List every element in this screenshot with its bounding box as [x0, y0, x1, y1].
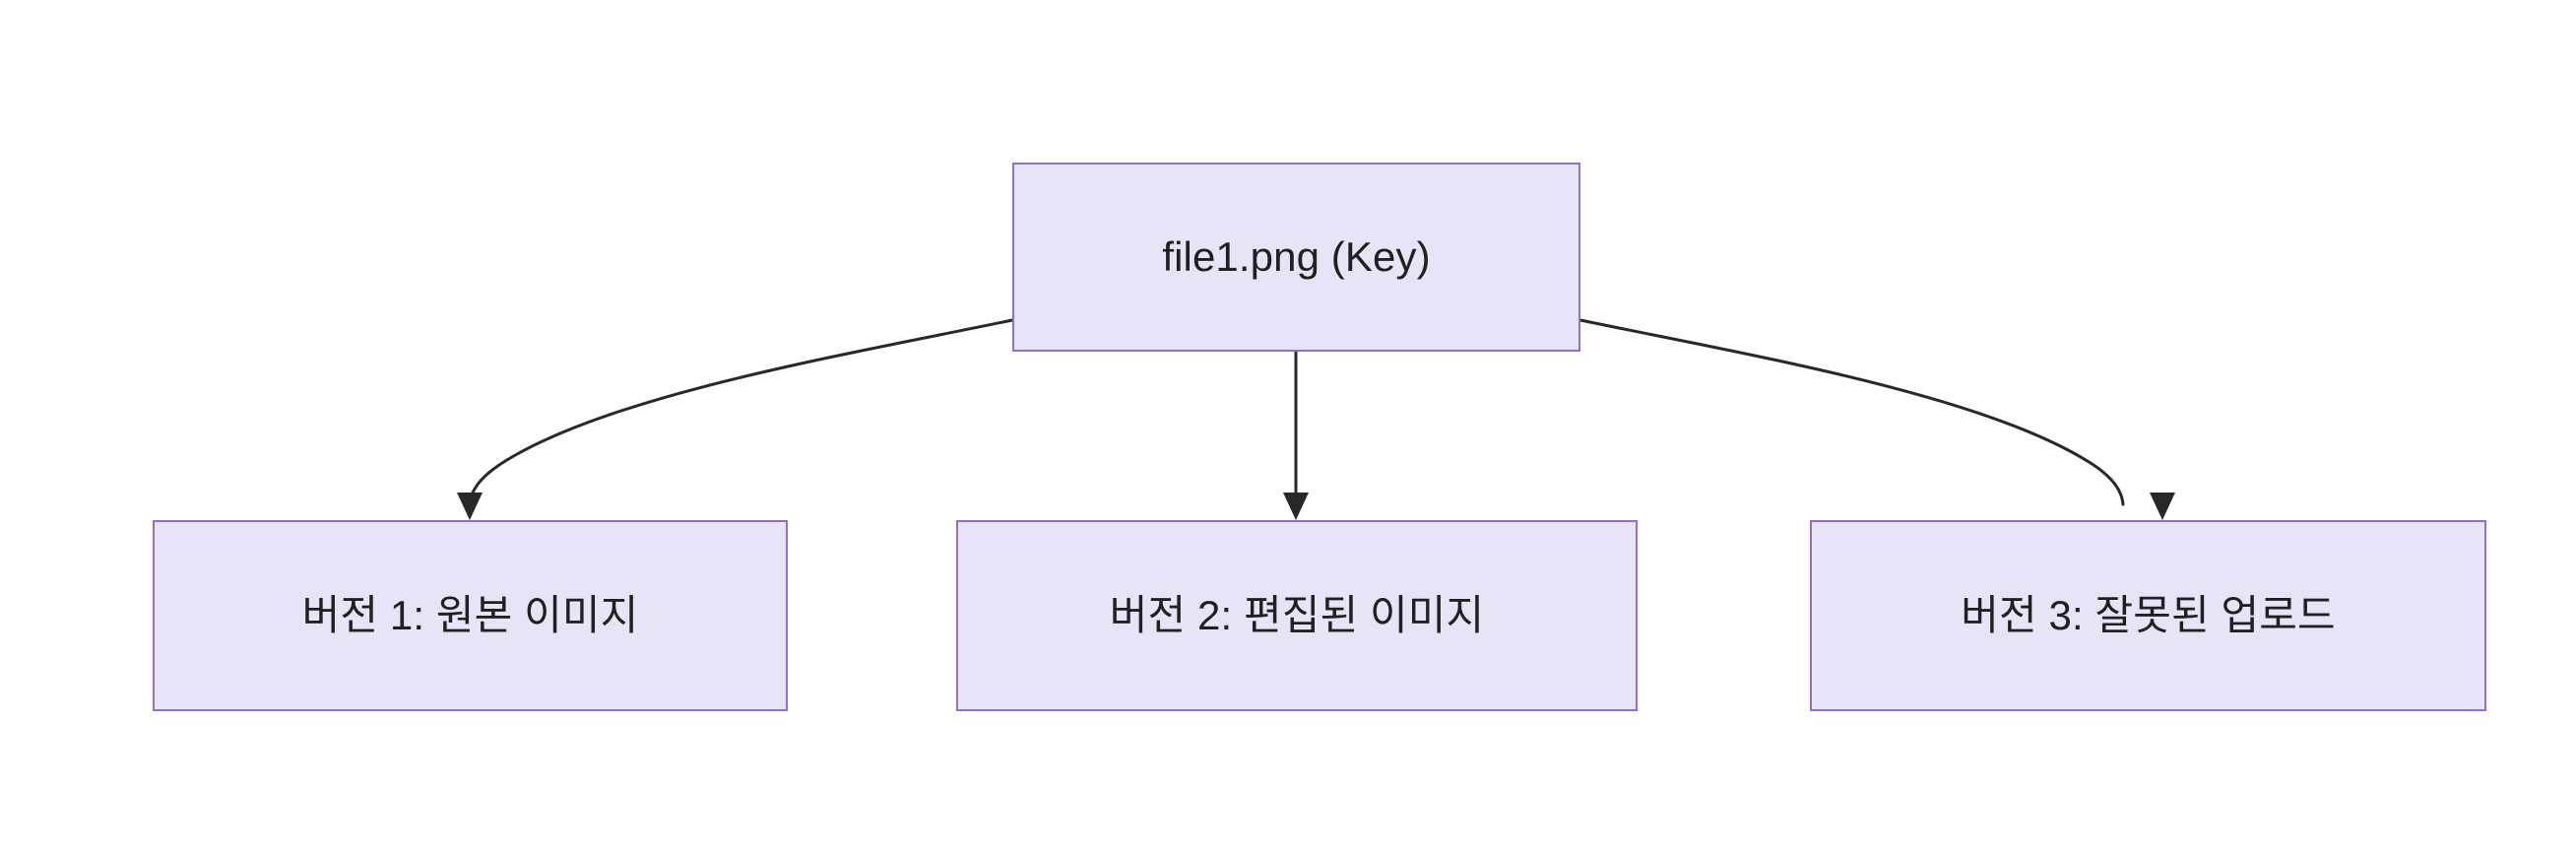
edge-root-to-v1-path [468, 318, 1014, 506]
edge-root-to-v3-arrowhead [2150, 493, 2175, 520]
node-version-3-label: 버전 3: 잘못된 업로드 [1961, 591, 2336, 638]
node-file1-key-label: file1.png (Key) [1162, 232, 1431, 280]
node-file1-key[interactable]: file1.png (Key) [1012, 163, 1580, 352]
edge-root-to-v2 [1283, 350, 1309, 520]
node-version-2[interactable]: 버전 2: 편집된 이미지 [956, 520, 1638, 711]
node-version-2-label: 버전 2: 편집된 이미지 [1109, 591, 1485, 638]
edge-root-to-v3 [1578, 318, 2175, 520]
edge-root-to-v2-arrowhead [1283, 493, 1309, 520]
edge-root-to-v1 [457, 318, 1014, 520]
edge-root-to-v3-path [1578, 318, 2125, 506]
edge-root-to-v1-arrowhead [457, 493, 483, 520]
node-version-1[interactable]: 버전 1: 원본 이미지 [153, 520, 788, 711]
node-version-3[interactable]: 버전 3: 잘못된 업로드 [1810, 520, 2486, 711]
node-version-1-label: 버전 1: 원본 이미지 [301, 591, 639, 638]
